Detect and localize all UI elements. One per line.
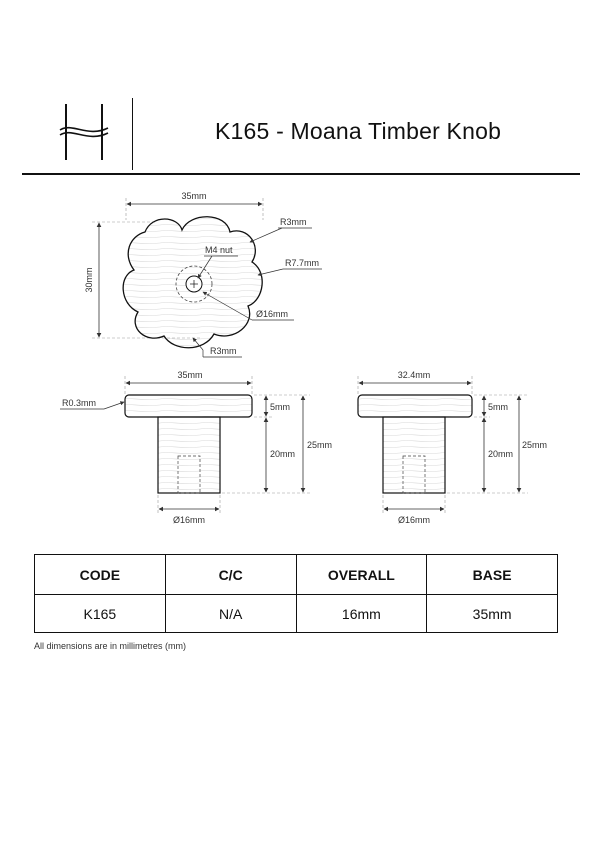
- left-knob-head: [124, 394, 253, 418]
- left-diameter-label: Ø16mm: [173, 515, 205, 525]
- cell-code: K165: [34, 594, 166, 633]
- side-view-right: 32.4mm 5mm 20mm 25mm Ø16mm: [357, 370, 547, 525]
- header-divider: [132, 98, 133, 170]
- left-width-label: 35mm: [177, 370, 202, 380]
- left-knob-stem: [157, 416, 221, 494]
- header-code: CODE: [34, 554, 166, 595]
- cell-base: 35mm: [426, 594, 558, 633]
- bottom-radius-label: R3mm: [210, 346, 237, 356]
- left-stem-label: 20mm: [270, 449, 295, 459]
- spec-table-header-row: CODE C/C OVERALL BASE: [34, 554, 558, 595]
- top-petal-radius-label: R3mm: [280, 217, 307, 227]
- left-overall-label: 25mm: [307, 440, 332, 450]
- right-knob-stem: [382, 416, 446, 494]
- technical-drawing: 35mm 30mm R3mm M4 nut R7.7mm Ø16mm: [60, 191, 547, 525]
- edge-radius-label: R0.3mm: [62, 398, 96, 408]
- top-diameter-label: Ø16mm: [256, 309, 288, 319]
- header-cc: C/C: [164, 554, 297, 595]
- right-stem-label: 20mm: [488, 449, 513, 459]
- right-knob-head: [357, 394, 473, 418]
- header-overall: OVERALL: [295, 554, 428, 595]
- top-width-label: 35mm: [181, 191, 206, 201]
- right-width-label: 32.4mm: [398, 370, 431, 380]
- nut-label: M4 nut: [205, 245, 233, 255]
- units-footnote: All dimensions are in millimetres (mm): [34, 641, 187, 651]
- page-title: K165 - Moana Timber Knob: [215, 118, 502, 144]
- right-diameter-label: Ø16mm: [398, 515, 430, 525]
- outer-radius-label: R7.7mm: [285, 258, 319, 268]
- table-row: K165 N/A 16mm 35mm: [34, 594, 558, 633]
- side-view-left: 35mm R0.3mm 5mm 20mm 25mm Ø16mm: [60, 370, 332, 525]
- cell-cc: N/A: [164, 594, 297, 633]
- cell-overall: 16mm: [295, 594, 428, 633]
- right-head-label: 5mm: [488, 402, 508, 412]
- top-height-label: 30mm: [84, 267, 94, 292]
- left-head-label: 5mm: [270, 402, 290, 412]
- top-view: 35mm 30mm R3mm M4 nut R7.7mm Ø16mm: [84, 191, 322, 358]
- spec-table: CODE C/C OVERALL BASE K165 N/A 16mm 35mm: [34, 554, 558, 633]
- header-rule: [22, 173, 580, 175]
- brand-logo-icon: [59, 104, 109, 160]
- header-base: BASE: [426, 554, 558, 595]
- right-overall-label: 25mm: [522, 440, 547, 450]
